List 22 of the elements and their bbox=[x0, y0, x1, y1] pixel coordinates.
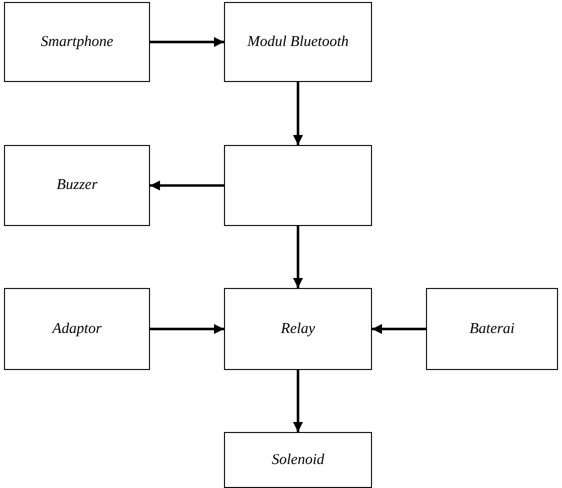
block-box bbox=[4, 2, 150, 82]
block-box bbox=[4, 288, 150, 370]
block-label: Buzzer bbox=[56, 177, 98, 194]
empty-box bbox=[224, 145, 372, 226]
block-label: Solenoid bbox=[272, 452, 324, 468]
arrow bbox=[293, 370, 303, 432]
block-box bbox=[426, 288, 558, 370]
arrow bbox=[150, 324, 224, 334]
block-label: Relay bbox=[280, 320, 316, 338]
arrow bbox=[150, 37, 224, 47]
arrow bbox=[372, 324, 426, 334]
block-label: Baterai bbox=[470, 320, 514, 338]
block-box bbox=[224, 288, 372, 370]
block-box bbox=[224, 432, 372, 488]
block-label: Smartphone bbox=[40, 34, 114, 50]
block-box bbox=[224, 2, 372, 82]
block-box bbox=[4, 145, 150, 226]
arrow bbox=[293, 226, 303, 288]
block-label: Adaptor bbox=[52, 320, 102, 338]
block-label: Modul Bluetooth bbox=[247, 34, 349, 50]
arrow bbox=[150, 180, 224, 190]
arrow bbox=[293, 82, 303, 145]
